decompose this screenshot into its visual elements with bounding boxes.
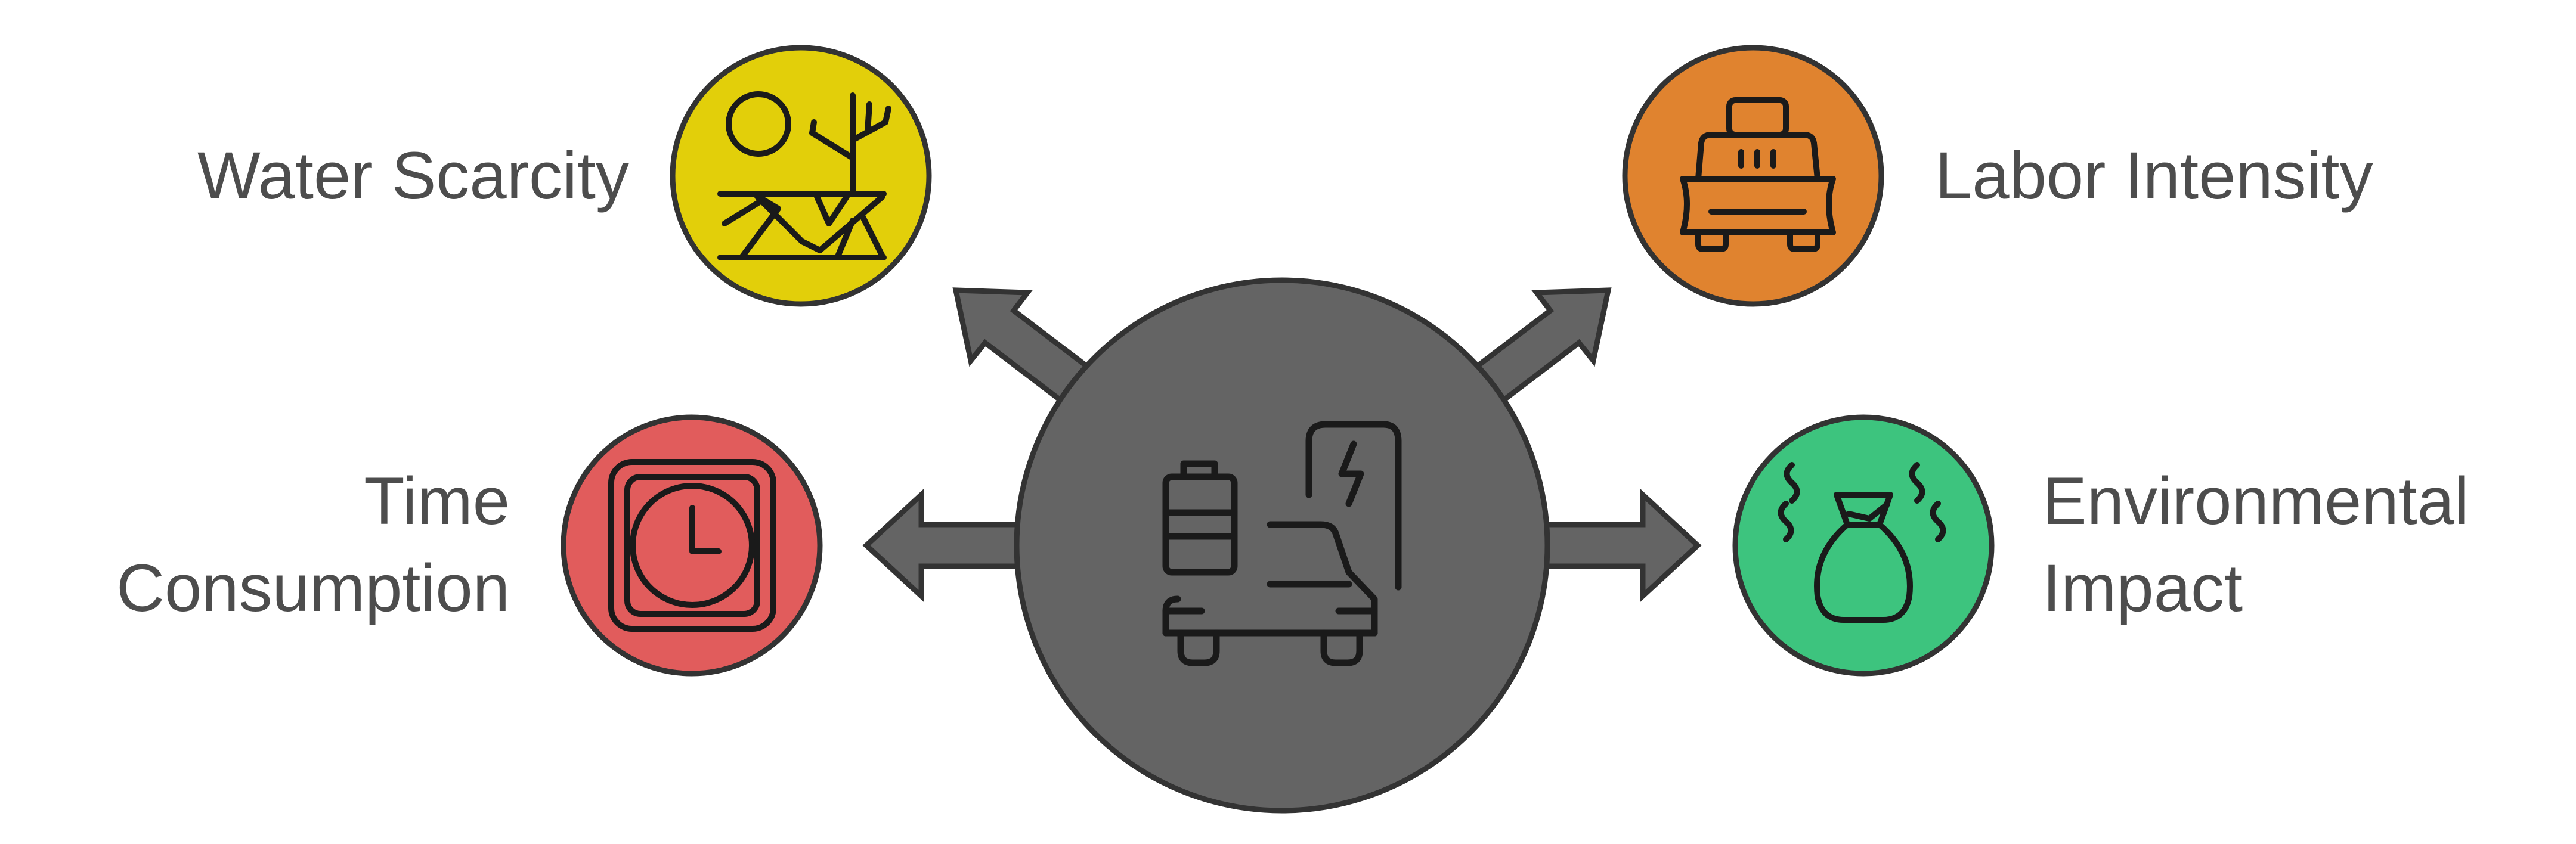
car-wash-icon: [1162, 421, 1402, 666]
label-time-consumption-line-2: Consumption: [116, 551, 510, 625]
label-labor-intensity-line-1: Labor Intensity: [1935, 138, 2373, 213]
label-environmental-impact: Environmental Impact: [2042, 458, 2469, 632]
label-water-scarcity-line-1: Water Scarcity: [197, 138, 629, 213]
label-water-scarcity: Water Scarcity: [197, 132, 629, 219]
label-time-consumption-line-1: Time: [364, 464, 510, 538]
label-labor-intensity: Labor Intensity: [1935, 132, 2373, 219]
arrow-to-time-consumption: [862, 488, 1026, 603]
dry-land-icon: [717, 91, 891, 260]
clock-icon: [608, 459, 776, 632]
arrow-to-labor-intensity: [1469, 287, 1612, 406]
node-environmental-impact: [1732, 414, 1995, 677]
cleaning-cart-icon: [1680, 97, 1836, 252]
label-environmental-impact-line-1: Environmental: [2042, 464, 2469, 538]
center-hub: [1014, 277, 1550, 814]
node-water-scarcity: [670, 45, 932, 307]
arrow-to-water-scarcity: [952, 287, 1095, 406]
arrow-to-environmental-impact: [1538, 488, 1702, 603]
label-environmental-impact-line-2: Impact: [2042, 551, 2243, 625]
waste-bag-icon: [1778, 462, 1946, 623]
label-time-consumption: Time Consumption: [116, 458, 510, 632]
